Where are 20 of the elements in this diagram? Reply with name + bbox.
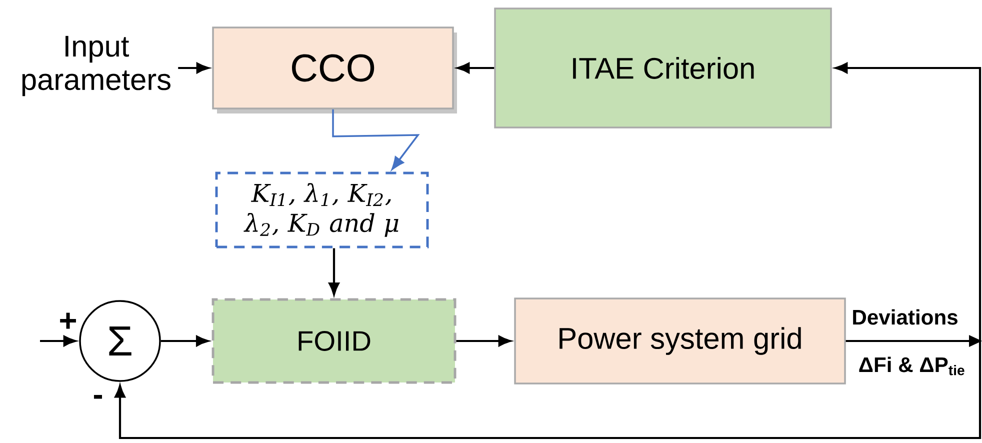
- arrow: [328, 248, 340, 296]
- input-label: Input parameters: [22, 36, 170, 96]
- summing-junction: Σ: [79, 300, 161, 382]
- minus-sign: -: [94, 394, 102, 399]
- process-box: Power system grid: [514, 298, 846, 384]
- arrow: [456, 336, 511, 346]
- arrow: [835, 62, 982, 347]
- arrow: [457, 62, 494, 74]
- edge-label: ΔFi & ΔP$_{tie}$: [856, 354, 968, 378]
- controller-box: FOIID: [212, 298, 456, 384]
- arrow: [178, 62, 209, 74]
- arrow: [40, 336, 76, 346]
- process-box: ITAE Criterion: [494, 8, 832, 128]
- arrow: [332, 109, 420, 170]
- parameter-box: K$_{I1}$, λ$_{1}$, K$_{I2}$, λ$_{2}$, K$_{D}$ and μ: [215, 172, 429, 248]
- edge-label: Deviations: [850, 308, 960, 326]
- arrow: [114, 340, 982, 440]
- process-box: CCO: [212, 26, 454, 110]
- plus-sign: +: [60, 312, 76, 329]
- arrow: [160, 336, 209, 346]
